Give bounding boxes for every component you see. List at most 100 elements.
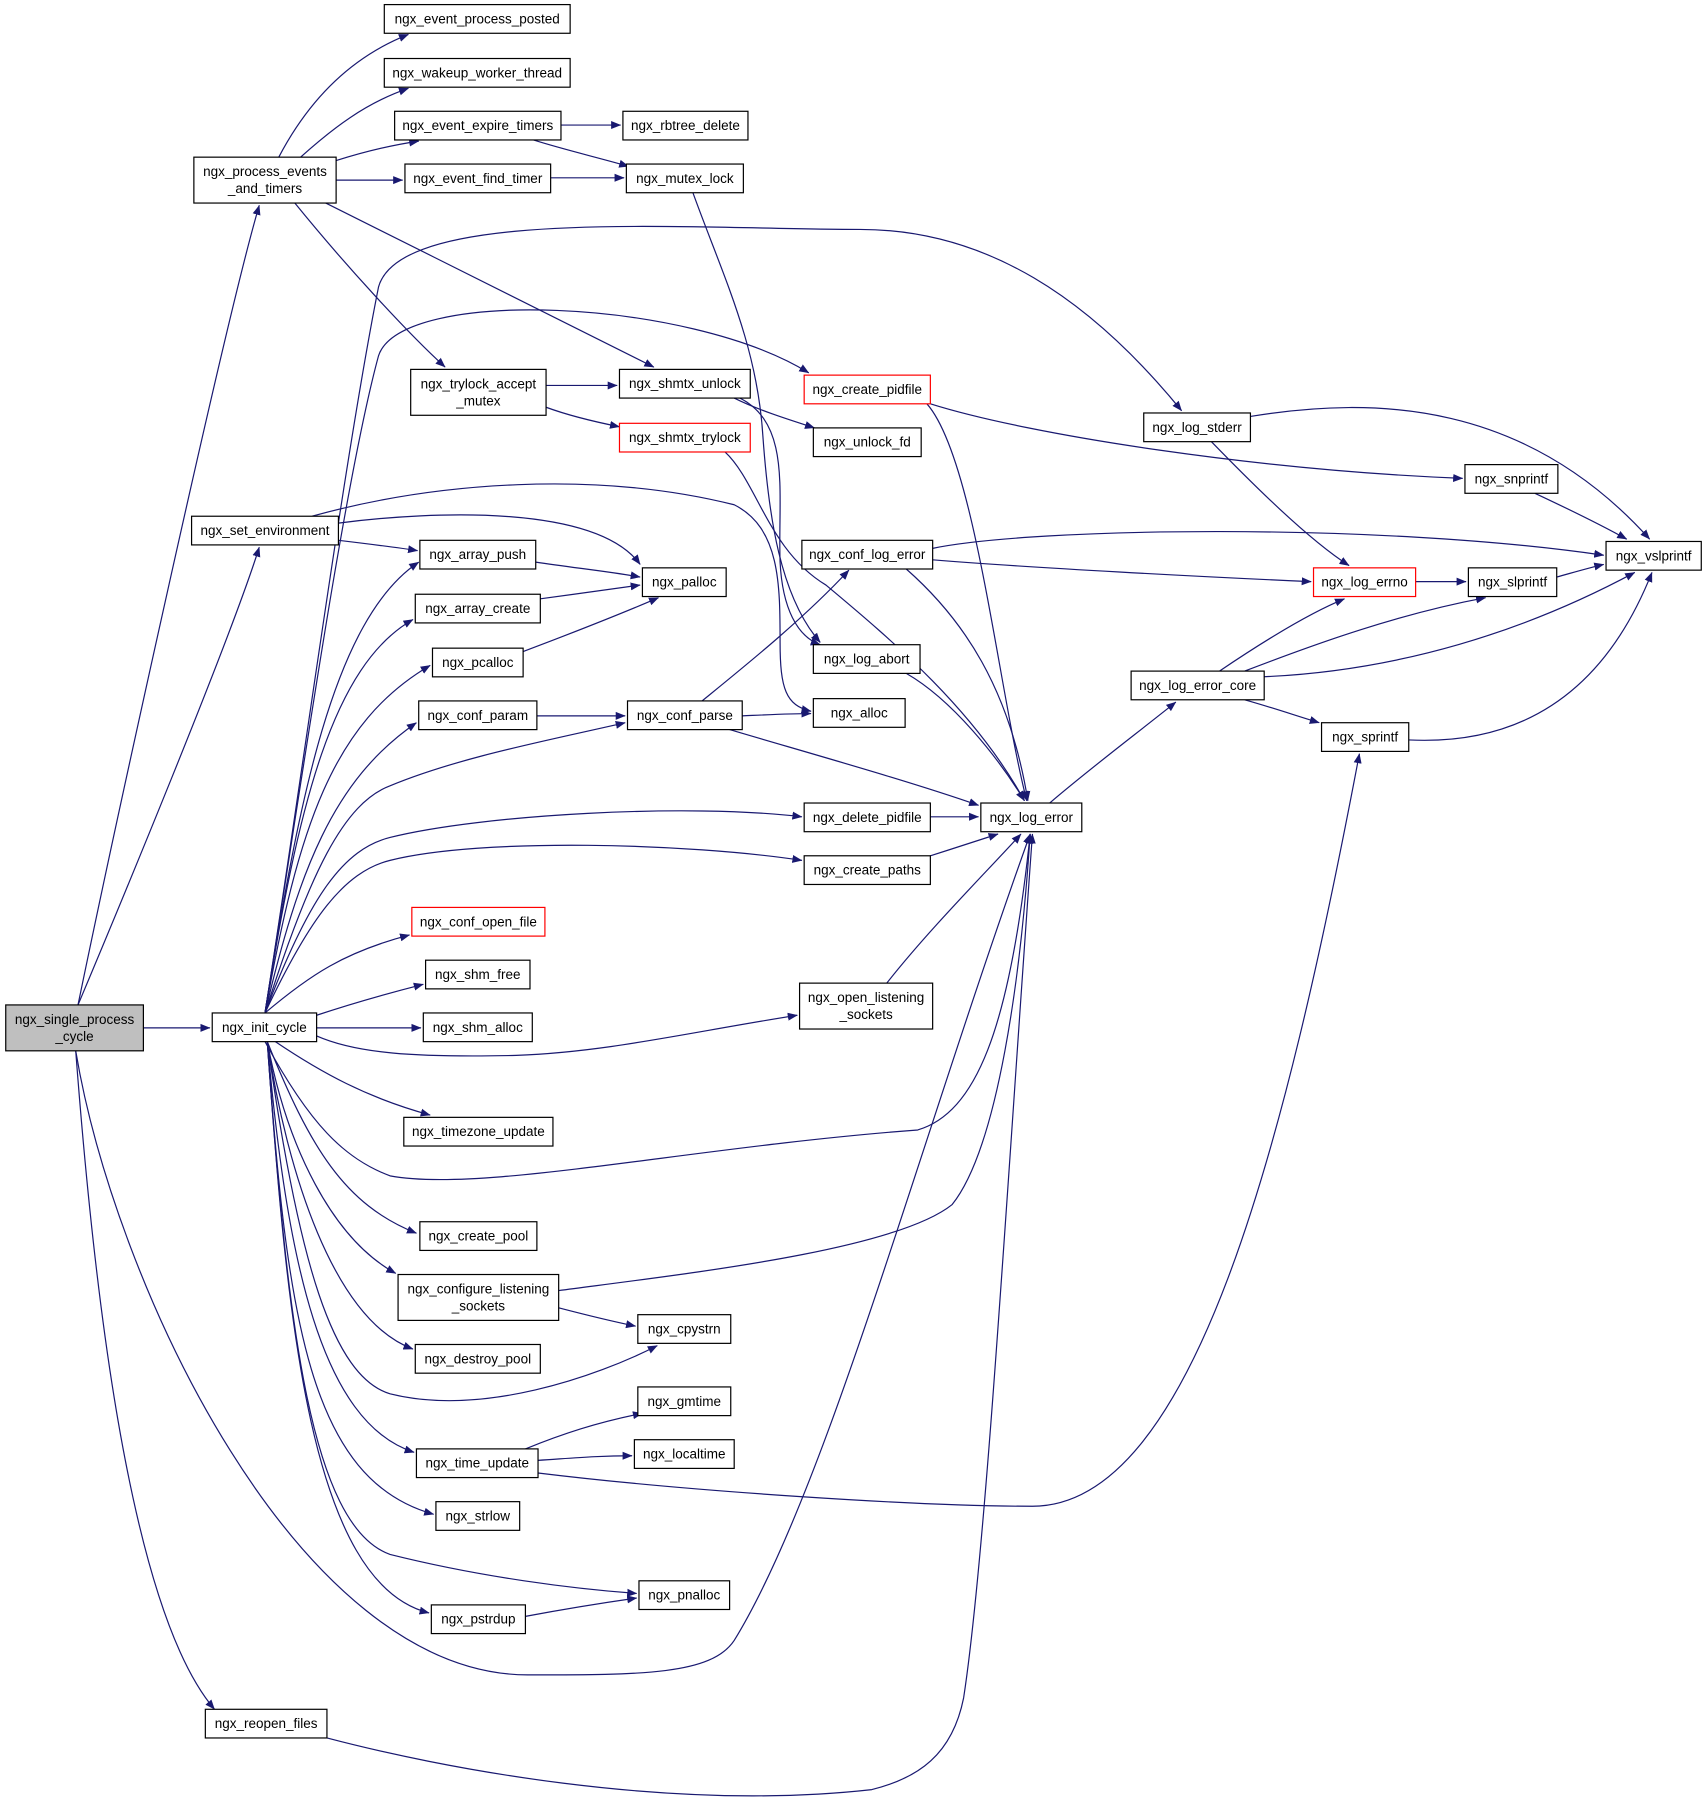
node-box[interactable] xyxy=(1320,722,1410,752)
node-mutex-lock[interactable]: ngx_mutex_lock xyxy=(625,163,744,194)
node-box[interactable] xyxy=(801,539,934,570)
node-destroy-pool[interactable]: ngx_destroy_pool xyxy=(414,1343,541,1374)
node-box[interactable] xyxy=(1130,670,1265,701)
node-box[interactable] xyxy=(419,1221,538,1252)
node-shm-free[interactable]: ngx_shm_free xyxy=(425,959,531,990)
node-create-pidfile[interactable]: ngx_create_pidfile xyxy=(803,374,931,405)
node-log-error[interactable]: ngx_log_error xyxy=(980,802,1083,833)
node-gmtime[interactable]: ngx_gmtime xyxy=(637,1386,732,1417)
node-box[interactable] xyxy=(625,163,744,194)
node-box[interactable] xyxy=(411,906,546,937)
node-box[interactable] xyxy=(980,802,1083,833)
node-box[interactable] xyxy=(403,1116,554,1147)
node-box[interactable] xyxy=(638,1580,731,1611)
node-box[interactable] xyxy=(1312,567,1417,598)
node-box[interactable] xyxy=(618,422,751,453)
node-alloc[interactable]: ngx_alloc xyxy=(812,698,906,728)
node-box[interactable] xyxy=(415,1448,539,1479)
node-shmtx-trylock[interactable]: ngx_shmtx_trylock xyxy=(618,422,751,453)
node-find-timer[interactable]: ngx_event_find_timer xyxy=(404,163,552,194)
node-shm-alloc[interactable]: ngx_shm_alloc xyxy=(422,1012,533,1043)
node-box[interactable] xyxy=(394,110,562,141)
node-wakeup[interactable]: ngx_wakeup_worker_thread xyxy=(383,57,571,88)
node-box[interactable] xyxy=(204,1708,328,1739)
node-box[interactable] xyxy=(1467,567,1558,598)
node-localtime[interactable]: ngx_localtime xyxy=(633,1439,735,1469)
node-box[interactable] xyxy=(430,1604,527,1635)
node-box[interactable] xyxy=(422,1012,533,1043)
node-box[interactable] xyxy=(633,1439,735,1469)
node-strlow[interactable]: ngx_strlow xyxy=(435,1501,521,1531)
node-snprintf[interactable]: ngx_snprintf xyxy=(1464,464,1559,494)
node-box[interactable] xyxy=(419,539,537,570)
node-single[interactable]: ngx_single_process_cycle xyxy=(5,1004,145,1052)
node-box[interactable] xyxy=(812,698,906,728)
node-timezone[interactable]: ngx_timezone_update xyxy=(403,1116,554,1147)
node-process-events[interactable]: ngx_process_events_and_timers xyxy=(193,156,337,204)
node-conf-open-file[interactable]: ngx_conf_open_file xyxy=(411,906,546,937)
node-box[interactable] xyxy=(803,374,931,405)
node-box[interactable] xyxy=(435,1501,521,1531)
node-box[interactable] xyxy=(626,700,743,731)
node-palloc[interactable]: ngx_palloc xyxy=(641,567,727,598)
node-pstrdup[interactable]: ngx_pstrdup xyxy=(430,1604,527,1635)
node-expire[interactable]: ngx_event_expire_timers xyxy=(394,110,562,141)
node-box[interactable] xyxy=(641,567,727,598)
node-box[interactable] xyxy=(622,110,749,141)
node-box[interactable] xyxy=(5,1004,145,1052)
node-trylock-accept[interactable]: ngx_trylock_accept_mutex xyxy=(410,368,547,416)
node-conf-log-error[interactable]: ngx_conf_log_error xyxy=(801,539,934,570)
node-log-errno[interactable]: ngx_log_errno xyxy=(1312,567,1417,598)
node-box[interactable] xyxy=(637,1386,732,1417)
node-box[interactable] xyxy=(397,1273,560,1322)
node-box[interactable] xyxy=(193,156,337,204)
node-box[interactable] xyxy=(410,368,547,416)
node-log-error-core[interactable]: ngx_log_error_core xyxy=(1130,670,1265,701)
node-pnalloc[interactable]: ngx_pnalloc xyxy=(638,1580,731,1611)
node-box[interactable] xyxy=(383,3,571,34)
node-box[interactable] xyxy=(404,163,552,194)
node-conf-parse[interactable]: ngx_conf_parse xyxy=(626,700,743,731)
node-open-ls[interactable]: ngx_open_listening_sockets xyxy=(798,982,934,1030)
node-create-pool[interactable]: ngx_create_pool xyxy=(419,1221,538,1252)
node-box[interactable] xyxy=(383,57,571,88)
node-box[interactable] xyxy=(211,1012,318,1043)
node-rbtree-delete[interactable]: ngx_rbtree_delete xyxy=(622,110,749,141)
node-box[interactable] xyxy=(1143,412,1252,443)
node-box[interactable] xyxy=(618,368,751,399)
node-cpystrn[interactable]: ngx_cpystrn xyxy=(637,1314,732,1344)
node-box[interactable] xyxy=(1464,464,1559,494)
node-box[interactable] xyxy=(803,802,931,833)
node-posted[interactable]: ngx_event_process_posted xyxy=(383,3,571,34)
node-sprintf[interactable]: ngx_sprintf xyxy=(1320,722,1410,752)
node-box[interactable] xyxy=(190,515,340,546)
node-configure-ls[interactable]: ngx_configure_listening_sockets xyxy=(397,1273,560,1322)
node-shmtx-unlock[interactable]: ngx_shmtx_unlock xyxy=(618,368,751,399)
node-box[interactable] xyxy=(1605,540,1702,571)
node-box[interactable] xyxy=(425,959,531,990)
node-box[interactable] xyxy=(431,647,524,678)
node-box[interactable] xyxy=(812,644,921,674)
node-delete-pidfile[interactable]: ngx_delete_pidfile xyxy=(803,802,931,833)
node-log-stderr[interactable]: ngx_log_stderr xyxy=(1143,412,1252,443)
node-create-paths[interactable]: ngx_create_paths xyxy=(803,855,931,886)
node-box[interactable] xyxy=(798,982,934,1030)
node-box[interactable] xyxy=(418,700,538,731)
node-box[interactable] xyxy=(812,427,922,458)
node-unlock-fd[interactable]: ngx_unlock_fd xyxy=(812,427,922,458)
node-pcalloc[interactable]: ngx_pcalloc xyxy=(431,647,524,678)
node-log-abort[interactable]: ngx_log_abort xyxy=(812,644,921,674)
node-time-update[interactable]: ngx_time_update xyxy=(415,1448,539,1479)
node-box[interactable] xyxy=(414,593,541,624)
node-conf-param[interactable]: ngx_conf_param xyxy=(418,700,538,731)
node-slprintf[interactable]: ngx_slprintf xyxy=(1467,567,1558,598)
node-box[interactable] xyxy=(637,1314,732,1344)
node-box[interactable] xyxy=(803,855,931,886)
node-array-push[interactable]: ngx_array_push xyxy=(419,539,537,570)
node-array-create[interactable]: ngx_array_create xyxy=(414,593,541,624)
node-reopen[interactable]: ngx_reopen_files xyxy=(204,1708,328,1739)
node-vslprintf[interactable]: ngx_vslprintf xyxy=(1605,540,1702,571)
node-init-cycle[interactable]: ngx_init_cycle xyxy=(211,1012,318,1043)
node-set-env[interactable]: ngx_set_environment xyxy=(190,515,340,546)
node-box[interactable] xyxy=(414,1343,541,1374)
